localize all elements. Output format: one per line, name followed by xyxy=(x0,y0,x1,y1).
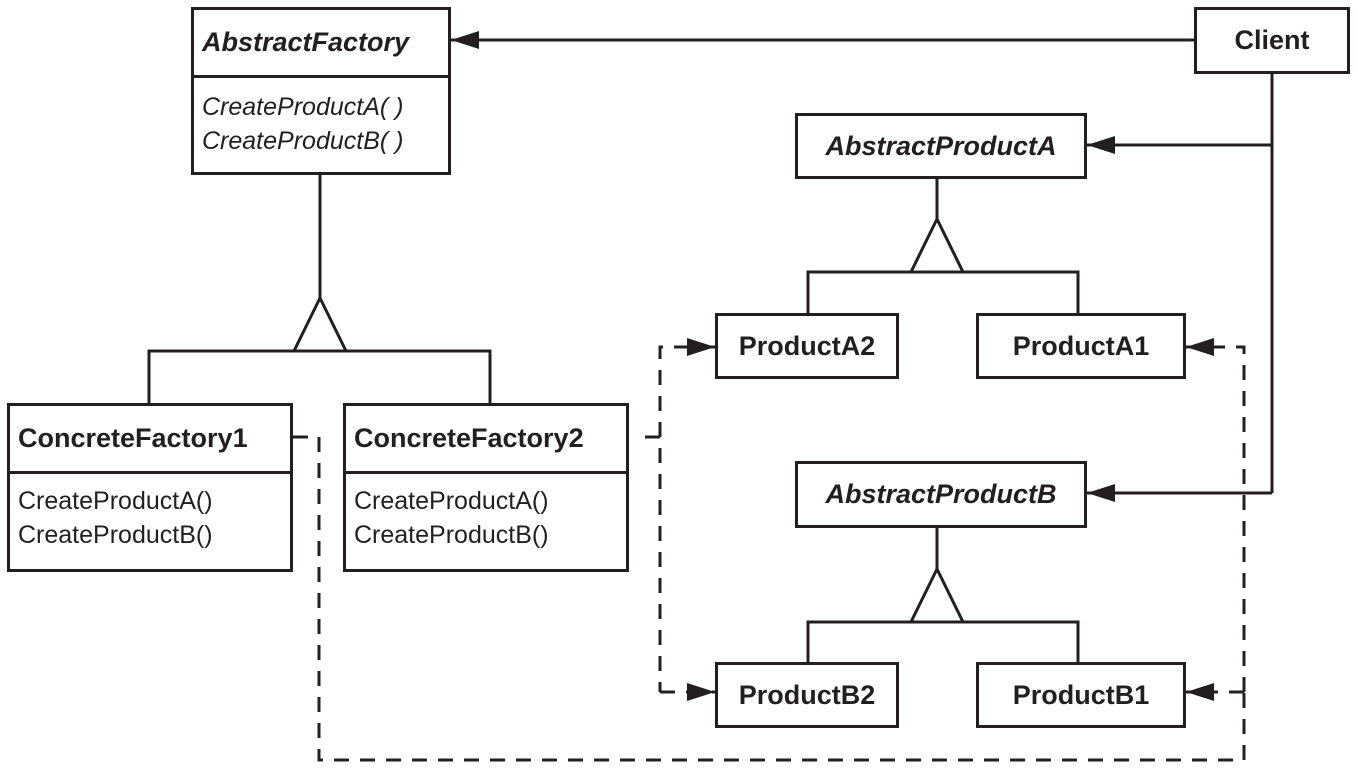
product-a-inheritance xyxy=(806,179,1080,313)
product-a2-class: ProductA2 xyxy=(715,313,899,379)
product-b1-name: ProductB1 xyxy=(1012,679,1150,710)
product-a1-name: ProductA1 xyxy=(1012,330,1150,361)
client-class: Client xyxy=(1194,7,1350,74)
abstract-product-a-class: AbstractProductA xyxy=(795,113,1087,179)
dependency-arrow-to-product-a2 xyxy=(658,338,715,437)
operation-create-product-b: CreateProductB() xyxy=(18,521,213,549)
abstract-product-a-name: AbstractProductA xyxy=(825,130,1057,161)
client-name: Client xyxy=(1234,25,1310,55)
concrete-factory-2-operations: CreateProductA() CreateProductB() xyxy=(346,471,626,552)
product-b2-name: ProductB2 xyxy=(738,679,876,710)
operation-create-product-b: CreateProductB( ) xyxy=(202,127,404,155)
abstract-product-b-class: AbstractProductB xyxy=(795,461,1087,528)
dependency-arrow-to-product-a1 xyxy=(1186,338,1246,692)
product-b2-class: ProductB2 xyxy=(715,662,899,728)
factory-inheritance xyxy=(147,175,492,403)
concrete-factory-2-name: ConcreteFactory2 xyxy=(354,423,584,453)
concrete-factory-1-class: ConcreteFactory1 CreateProductA() Create… xyxy=(7,403,293,572)
concrete-factory-1-name: ConcreteFactory1 xyxy=(18,423,248,453)
concrete-factory-2-class: ConcreteFactory2 CreateProductA() Create… xyxy=(343,403,629,572)
abstract-factory-name: AbstractFactory xyxy=(202,27,410,57)
operation-create-product-a: CreateProductA( ) xyxy=(202,93,404,121)
product-a1-class: ProductA1 xyxy=(976,313,1186,379)
operation-create-product-b: CreateProductB() xyxy=(354,521,549,549)
operation-create-product-a: CreateProductA() xyxy=(354,487,549,515)
concrete-factory-2-dependency-line xyxy=(645,435,662,692)
operation-create-product-a: CreateProductA() xyxy=(18,487,213,515)
product-b1-class: ProductB1 xyxy=(976,662,1186,728)
abstract-factory-operations: CreateProductA( ) CreateProductB( ) xyxy=(194,75,448,158)
concrete-factory-1-dependency-line xyxy=(293,435,1246,762)
abstract-product-b-name: AbstractProductB xyxy=(825,479,1057,509)
product-a2-name: ProductA2 xyxy=(738,330,876,361)
product-b-inheritance xyxy=(806,528,1080,662)
concrete-factory-1-operations: CreateProductA() CreateProductB() xyxy=(10,471,290,552)
abstract-factory-class: AbstractFactory CreateProductA( ) Create… xyxy=(191,7,451,175)
